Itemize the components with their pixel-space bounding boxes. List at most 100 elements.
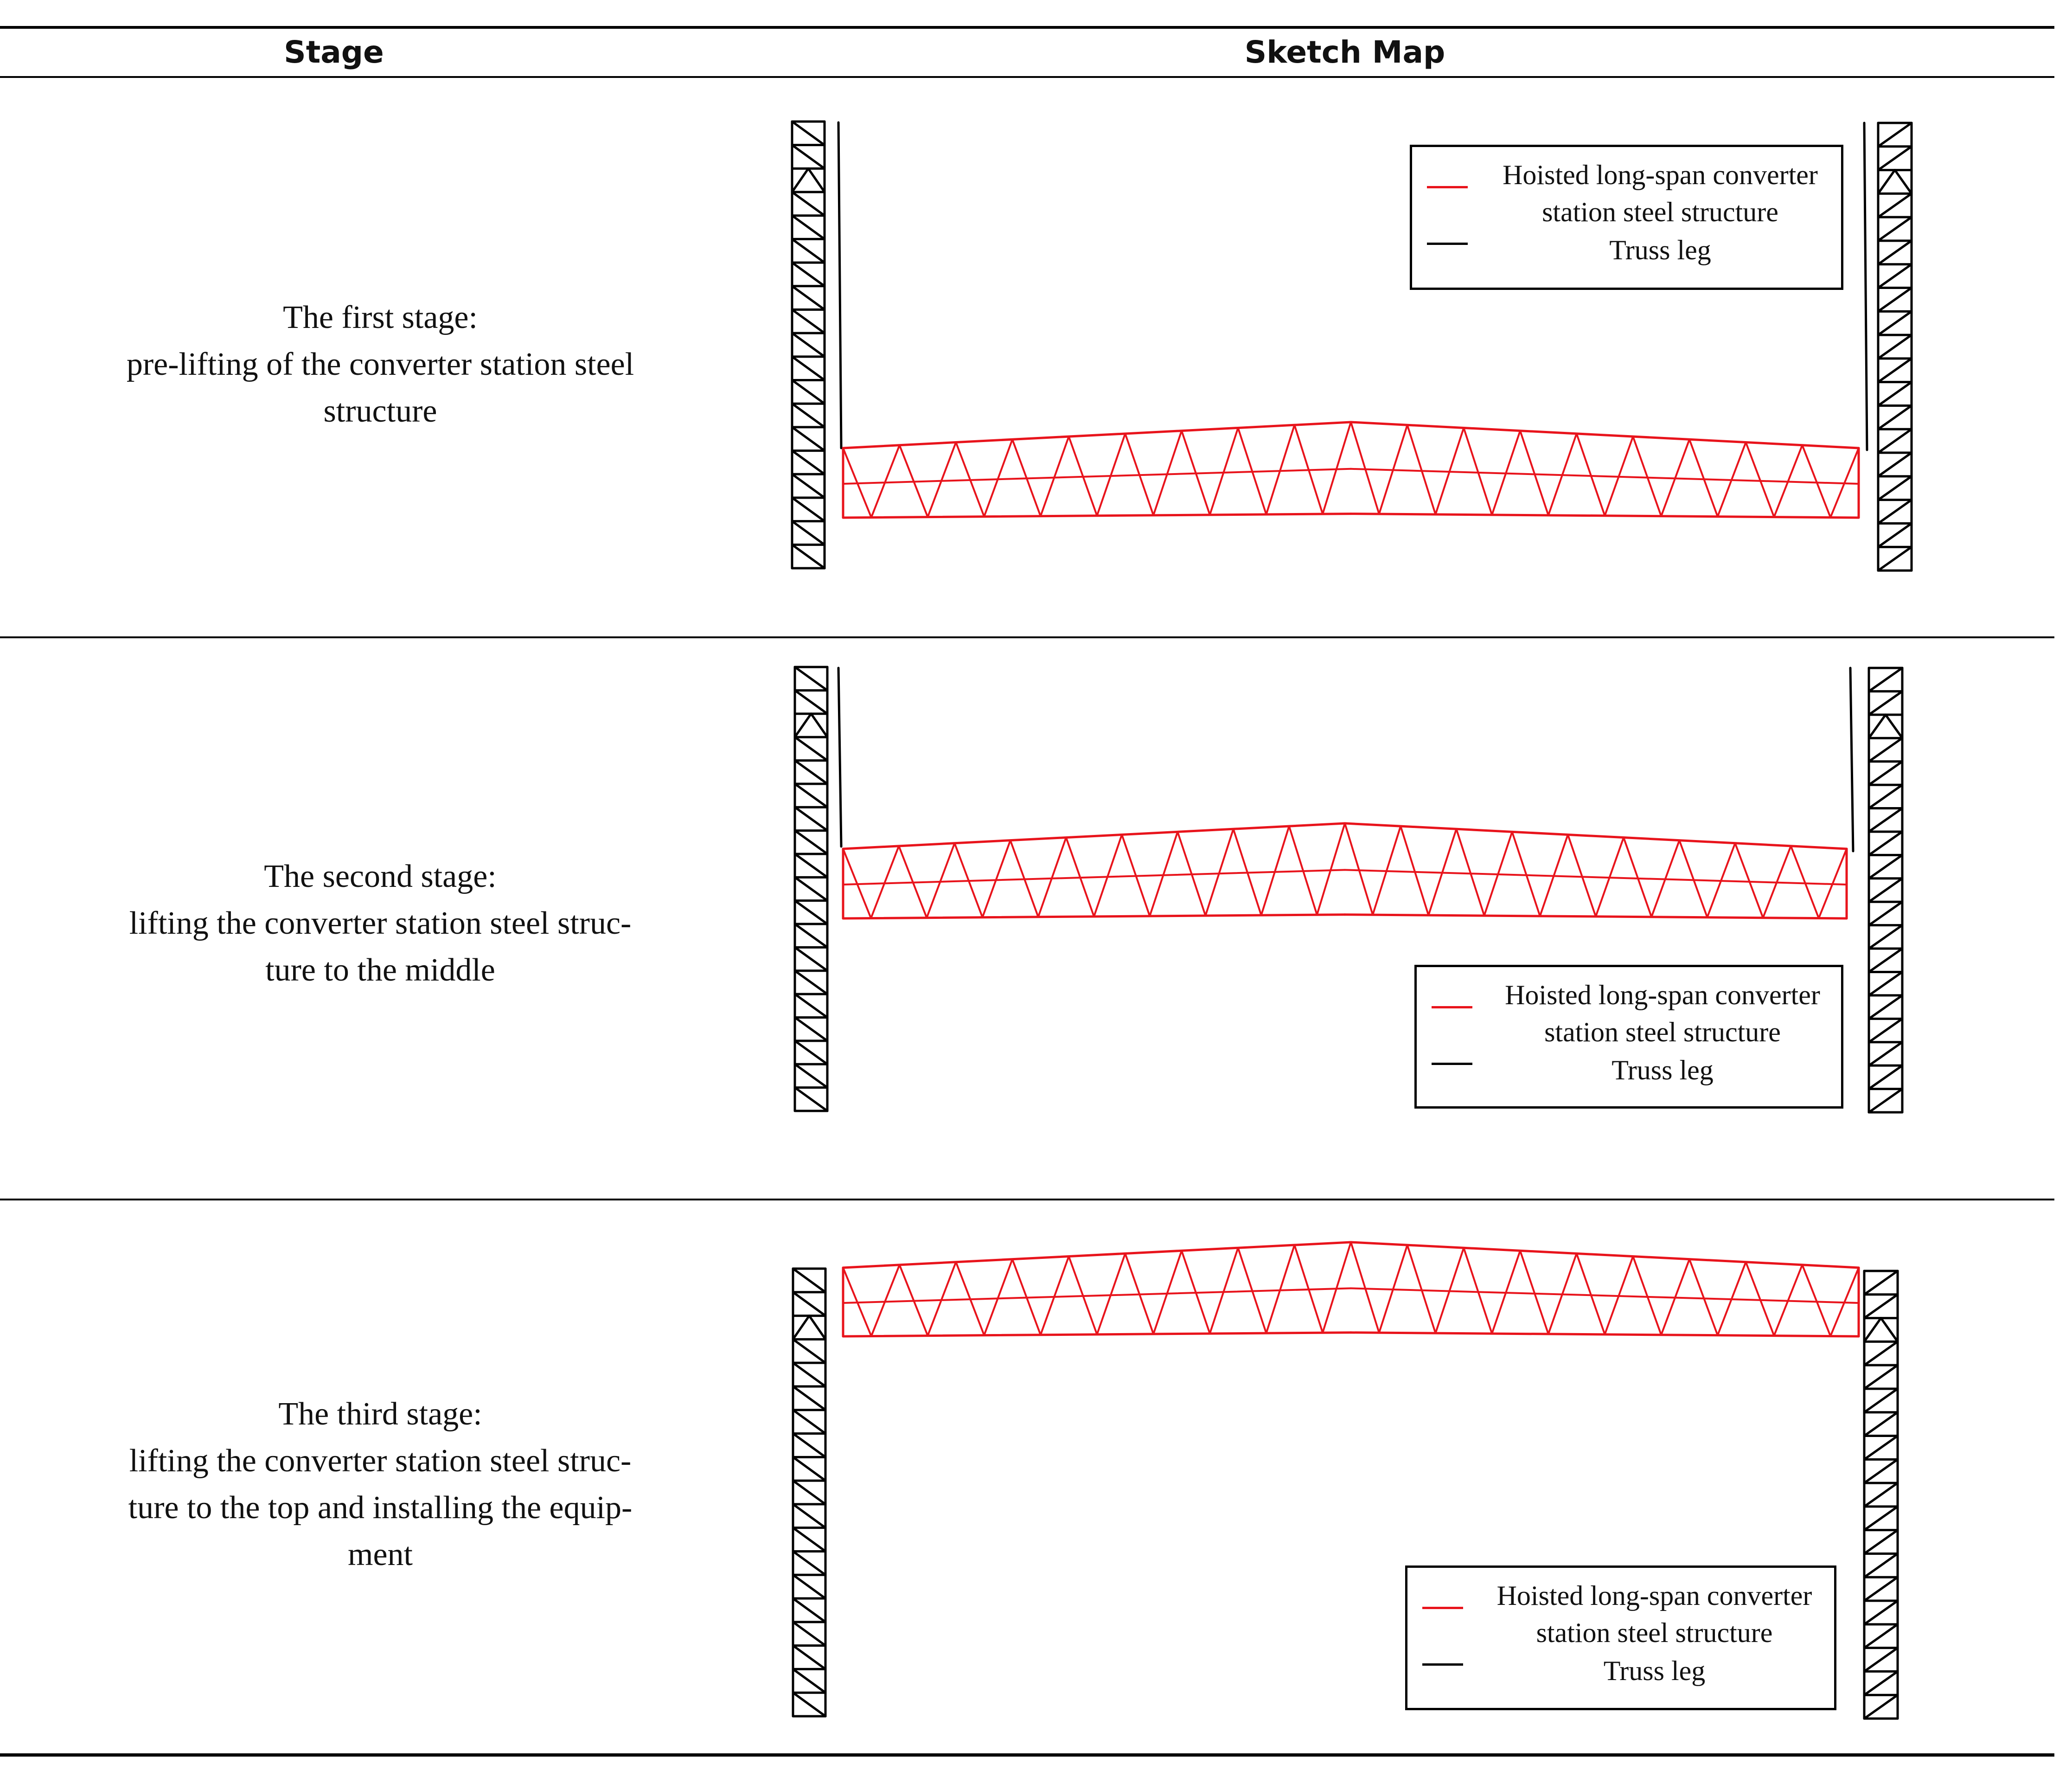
truss-leg-brace	[1877, 287, 1913, 313]
truss-web	[1237, 1247, 1267, 1334]
truss-leg-brace	[792, 1361, 827, 1388]
truss-web	[1406, 1244, 1437, 1334]
hoisting-cable	[1863, 122, 1868, 451]
truss-web	[1121, 834, 1151, 917]
truss-web	[1575, 1252, 1606, 1335]
row-divider-2	[0, 1199, 2054, 1200]
truss-leg-brace	[807, 167, 826, 193]
truss-leg-brace	[792, 1385, 827, 1411]
truss-web	[1817, 848, 1848, 919]
truss-leg-brace	[792, 1691, 827, 1718]
truss-leg-brace	[793, 1063, 829, 1089]
legend-swatch-truss-leg	[1432, 1063, 1472, 1065]
truss-leg-brace	[1867, 900, 1904, 927]
truss-leg-brace	[1867, 1064, 1904, 1091]
truss-web	[1547, 1252, 1578, 1335]
truss-web	[1547, 432, 1578, 516]
truss-top-chord	[1343, 822, 1848, 850]
truss-web	[870, 1264, 901, 1337]
truss-top-chord	[842, 421, 1352, 449]
truss-web	[1491, 430, 1521, 516]
truss-top-chord	[842, 1241, 1352, 1269]
truss-web	[1623, 836, 1653, 918]
truss-leg-brace	[1863, 1482, 1899, 1508]
truss-web	[1539, 834, 1569, 917]
truss-leg-brace	[793, 1086, 829, 1112]
truss-leg-brace	[1867, 1088, 1904, 1114]
legend-label-steel-structure-2: station steel structure	[1536, 1617, 1773, 1648]
truss-web	[1463, 1247, 1493, 1335]
top-rule	[0, 26, 2054, 29]
truss-leg-brace	[1863, 1270, 1899, 1296]
truss-leg-brace	[1877, 192, 1913, 218]
truss-web	[1434, 427, 1465, 515]
truss-web	[1688, 438, 1719, 518]
truss-web	[1293, 424, 1324, 515]
truss-web	[1068, 1255, 1098, 1335]
truss-leg-brace	[1863, 1387, 1899, 1414]
truss-leg-brace	[791, 144, 826, 170]
legend-label-steel-structure: Hoisted long-span converter	[1503, 160, 1818, 190]
truss-leg-brace	[1877, 475, 1913, 501]
truss-leg-brace	[793, 829, 829, 855]
stage-3-line: ture to the top and installing the equip…	[128, 1490, 633, 1526]
legend-label-steel-structure: Hoisted long-span converter	[1505, 980, 1820, 1010]
truss-web	[1519, 1250, 1549, 1335]
truss-leg-brace	[791, 308, 826, 334]
row-divider-1	[0, 636, 2054, 638]
truss-leg-brace	[791, 355, 826, 382]
truss-leg-brace	[793, 689, 829, 715]
truss-web	[1011, 1258, 1042, 1336]
stage-2-sketch: Hoisted long-span converter station stee…	[784, 663, 1943, 1127]
truss-leg-brace	[792, 1432, 827, 1458]
truss-leg-brace	[792, 1291, 827, 1317]
steel-structure-truss	[842, 1241, 1860, 1338]
truss-top-chord	[1349, 1241, 1860, 1269]
truss-leg-brace	[810, 712, 829, 738]
truss-leg-brace	[793, 1039, 829, 1065]
truss-web	[1124, 432, 1155, 516]
truss-leg-brace	[1863, 1694, 1899, 1720]
legend-swatch-truss-leg	[1422, 1663, 1463, 1666]
truss-leg-brace	[793, 783, 829, 808]
truss-web	[1322, 421, 1352, 515]
truss-web	[1039, 436, 1070, 517]
truss-web	[1734, 842, 1764, 919]
truss-web	[1632, 436, 1663, 517]
truss-web	[1293, 1244, 1324, 1334]
truss-web	[1152, 430, 1183, 516]
column-header-stage: Stage	[284, 34, 384, 70]
stage-2-title: The second stage:	[264, 858, 497, 894]
legend: Hoisted long-span converter station stee…	[1414, 965, 1843, 1109]
truss-web	[1265, 424, 1296, 515]
truss-leg-brace	[1877, 545, 1913, 572]
stage-1-sketch-svg	[791, 120, 1913, 572]
truss-web	[1801, 444, 1832, 519]
truss-leg-brace	[1877, 404, 1913, 430]
stage-3-description: The third stage: lifting the converter s…	[19, 1389, 742, 1579]
stage-3-line: lifting the converter station steel stru…	[129, 1443, 632, 1479]
truss-web	[1716, 441, 1747, 518]
truss-leg-brace	[792, 1597, 827, 1623]
hoisting-cable	[1849, 667, 1855, 853]
legend-label-truss-leg: Truss leg	[1603, 1655, 1706, 1686]
truss-leg-brace	[1877, 310, 1913, 336]
truss-leg-brace	[791, 426, 826, 452]
truss-leg-brace	[1867, 970, 1904, 997]
truss-web	[1177, 831, 1207, 917]
truss-web	[1434, 1247, 1465, 1334]
truss-leg-brace	[792, 1456, 827, 1482]
truss-leg-brace	[1863, 1317, 1882, 1343]
truss-leg-brace	[1867, 713, 1887, 739]
truss-web	[1829, 447, 1860, 519]
truss-leg	[1867, 667, 1904, 1114]
truss-leg-brace	[1863, 1458, 1899, 1484]
truss-leg-brace	[1867, 807, 1904, 833]
legend: Hoisted long-span converter station stee…	[1405, 1565, 1836, 1710]
stage-3-title: The third stage:	[278, 1396, 482, 1432]
truss-leg-brace	[1867, 783, 1904, 810]
truss-leg-brace	[792, 1503, 827, 1529]
legend-swatch-truss-leg	[1427, 243, 1468, 245]
truss-web	[1265, 1244, 1296, 1334]
truss-web	[898, 845, 928, 919]
